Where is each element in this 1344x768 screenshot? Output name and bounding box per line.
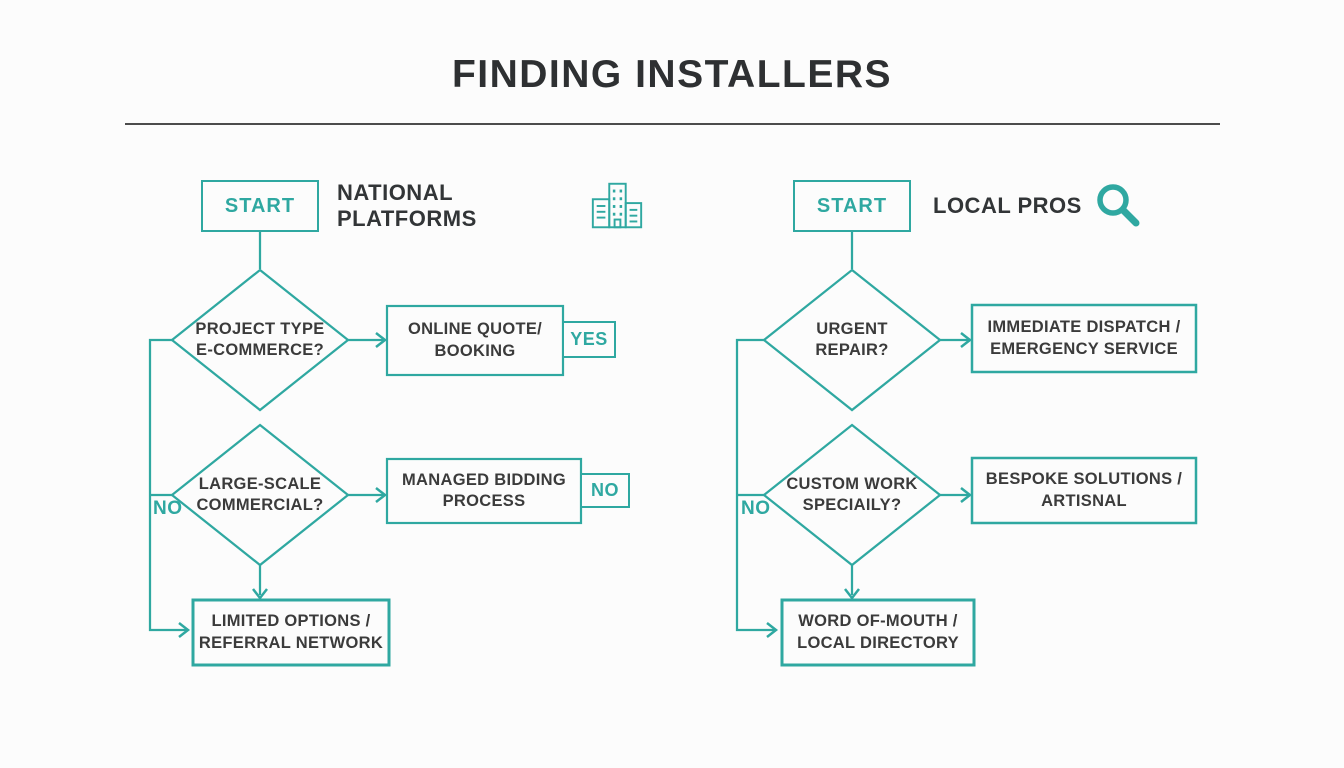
arrowhead-fallback-left — [252, 588, 268, 601]
decision1-diamond-left — [170, 268, 350, 412]
buildings-icon — [588, 178, 646, 239]
no-rail-right — [735, 338, 774, 632]
arrowhead-outcome2-right — [960, 487, 973, 503]
start-node-left: START — [224, 194, 296, 217]
fallback-label-right: WORD OF-MOUTH / LOCAL DIRECTORY — [797, 612, 959, 652]
arrowhead-outcome1-right — [960, 332, 973, 348]
arrowhead-outcome2-left — [375, 487, 388, 503]
title-divider — [125, 123, 1220, 125]
decision2-label-right: CUSTOM WORK SPECIAILY? — [786, 474, 918, 514]
decision2-label-left: LARGE-SCALE COMMERCIAL? — [196, 474, 324, 514]
yes-tag-box-left — [562, 321, 616, 358]
outcome1-label-left: ONLINE QUOTE/ BOOKING — [407, 320, 543, 360]
outcome2-label-right: BESPOKE SOLUTIONS / ARTISNAL — [985, 470, 1183, 510]
outcome1-label-right: IMMEDIATE DISPATCH / EMERGENCY SERVICE — [987, 318, 1181, 358]
flow-heading-local: LOCAL PROS — [933, 193, 1082, 218]
arrowhead-rail-left — [178, 622, 191, 638]
search-icon — [1093, 181, 1143, 236]
no-rail-label-right: NO — [741, 498, 771, 519]
no-rail-left — [148, 338, 186, 632]
fallback-box-left — [191, 598, 391, 667]
page-title: FINDING INSTALLERS — [451, 53, 893, 96]
arrowhead-outcome1-left — [375, 332, 388, 348]
arrowhead-rail-right — [766, 622, 779, 638]
no-tag-left: NO — [591, 480, 619, 500]
decision1-label-right: URGENT REPAIR? — [815, 319, 889, 359]
arrowhead-fallback-right — [844, 588, 860, 601]
decision1-label-left: PROJECT TYPE E-COMMERCE? — [195, 319, 325, 359]
outcome2-box-right — [970, 456, 1198, 525]
no-rail-label-left: NO — [153, 498, 183, 519]
start-node-right: START — [816, 194, 888, 217]
yes-tag-left: YES — [570, 329, 608, 349]
fallback-label-left: LIMITED OPTIONS / REFERRAL NETWORK — [198, 612, 384, 652]
outcome1-box-right — [970, 303, 1198, 374]
decision1-diamond-right — [762, 268, 942, 412]
flow-heading-national: NATIONAL PLATFORMS — [337, 180, 477, 231]
fallback-box-right — [780, 598, 976, 667]
no-tag-box-left — [580, 473, 630, 508]
outcome2-label-left: MANAGED BIDDING PROCESS — [402, 470, 566, 510]
